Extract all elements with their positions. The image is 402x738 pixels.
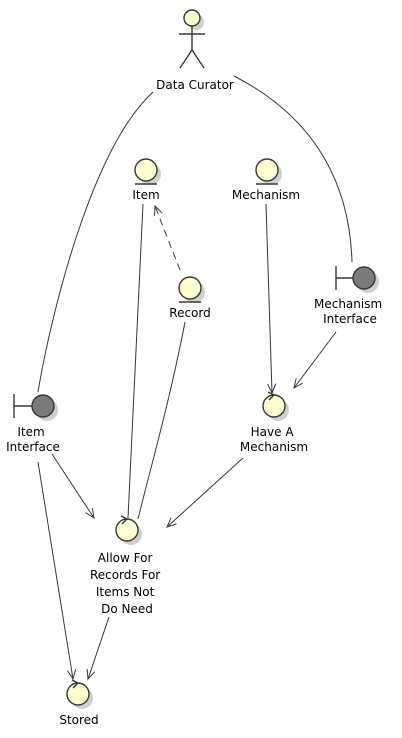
actor-icon: [179, 9, 205, 69]
node-item-interface[interactable]: Item Interface: [6, 394, 60, 454]
edge-item-to-allow-for-records: [127, 203, 144, 519]
arrowhead: [67, 669, 77, 681]
arrowhead: [154, 204, 163, 217]
node-mechanism[interactable]: Mechanism: [232, 158, 300, 202]
control-icon: [115, 515, 142, 545]
arrowhead: [86, 668, 96, 681]
label-line: Interface: [323, 312, 377, 326]
entity-icon: [134, 158, 161, 185]
label-line: Item: [17, 425, 44, 439]
edge-mechanism-to-have-a-mechanism: [265, 203, 277, 395]
edge-record-to-allow-for-records: [137, 321, 186, 520]
edge-allow-for-records-to-stored: [86, 616, 110, 681]
node-item[interactable]: Item: [132, 158, 161, 202]
label-line: Data Curator: [156, 78, 234, 92]
edge-item-interface-to-stored: [37, 461, 77, 681]
label-line: Item: [132, 188, 159, 202]
label-line: Stored: [59, 713, 98, 727]
edge-line: [37, 461, 74, 680]
label-line: Interface: [6, 440, 60, 454]
edge-line: [37, 91, 154, 393]
control-icon: [262, 391, 289, 421]
node-stored[interactable]: Stored: [59, 679, 99, 727]
arrowhead: [267, 383, 277, 395]
edge-line: [154, 205, 181, 271]
label-line: Have A: [251, 425, 295, 439]
label-line: Mechanism: [232, 188, 300, 202]
node-label: Mechanism: [232, 188, 300, 202]
edge-line: [51, 453, 95, 519]
edge-data-curator-to-mechanism-interface: [233, 75, 353, 263]
arrowhead: [293, 378, 303, 389]
label-line: Mechanism: [314, 297, 382, 311]
arrowhead: [166, 517, 177, 528]
node-record[interactable]: Record: [169, 276, 211, 320]
label-line: Do Need: [101, 602, 153, 616]
edge-have-a-mechanism-to-allow-for-records: [166, 457, 244, 528]
node-label: Data Curator: [156, 78, 234, 92]
edge-line: [233, 75, 353, 263]
arrowhead: [85, 508, 95, 520]
node-label: Record: [169, 306, 210, 320]
edge-line: [166, 457, 244, 528]
edge-record-to-item: [154, 204, 181, 271]
label-line: Records For: [90, 568, 160, 582]
edge-line: [127, 203, 144, 519]
boundary-icon: [13, 394, 58, 421]
boundary-icon: [335, 266, 379, 293]
edge-mechanism-interface-to-have-a-mechanism: [293, 331, 337, 389]
node-data-curator[interactable]: Data Curator: [156, 9, 234, 92]
control-icon: [66, 679, 93, 709]
label-line: Allow For: [98, 551, 153, 565]
node-label: Item Interface: [6, 425, 60, 454]
edge-line: [265, 203, 273, 394]
edge-line: [87, 616, 110, 680]
nodes-layer: Data Curator Item Mechanism: [6, 9, 386, 727]
entity-icon: [255, 158, 282, 185]
edge-line: [293, 331, 337, 389]
entity-icon: [178, 276, 205, 303]
node-allow-for-records[interactable]: Allow For Records For Items Not Do Need: [90, 515, 164, 616]
node-label: Item: [132, 188, 159, 202]
node-have-a-mechanism[interactable]: Have A Mechanism: [240, 391, 308, 454]
node-mechanism-interface[interactable]: Mechanism Interface: [314, 266, 386, 326]
edge-line: [137, 321, 186, 520]
label-line: Items Not: [96, 585, 155, 599]
label-line: Record: [169, 306, 210, 320]
node-label: Mechanism Interface: [314, 297, 386, 326]
node-label: Stored: [59, 713, 98, 727]
label-line: Mechanism: [240, 440, 308, 454]
edge-data-curator-to-item-interface: [37, 91, 154, 393]
node-label: Have A Mechanism: [240, 425, 308, 454]
edges-layer: [37, 75, 353, 681]
node-label: Allow For Records For Items Not Do Need: [90, 551, 164, 616]
edge-item-interface-to-allow-for-records: [51, 453, 95, 520]
